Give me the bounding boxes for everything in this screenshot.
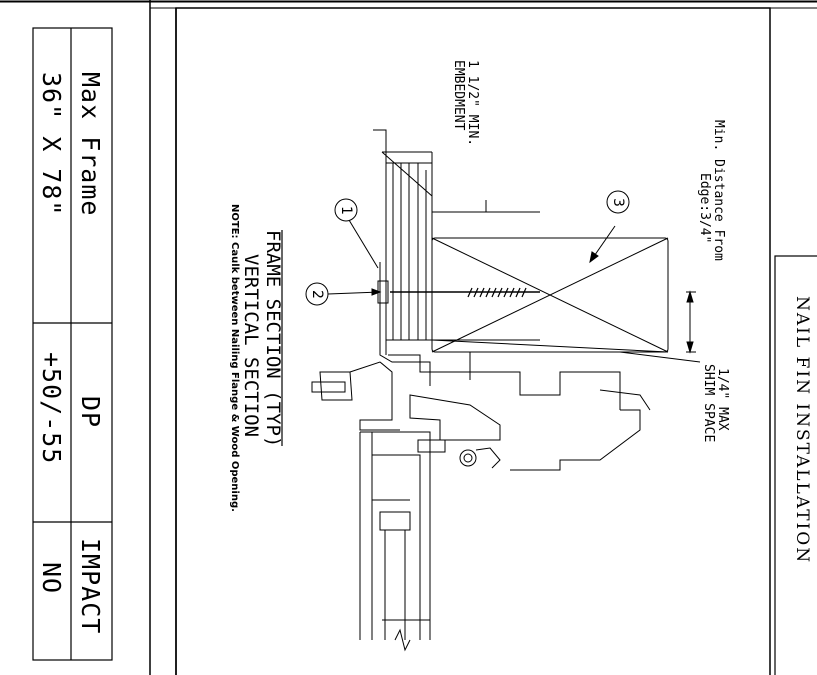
callout-marker-1: 1: [338, 206, 354, 215]
section-subtitle: VERTICAL SECTION: [240, 254, 262, 438]
stud-block: [431, 237, 669, 353]
spec-value-dp: +50/-55: [37, 352, 66, 465]
spec-header-impact: IMPACT: [76, 538, 105, 635]
embedment-label-line2: EMBEDMENT: [451, 60, 466, 131]
wood-framing: [373, 129, 540, 355]
edge-distance-label-line2: Edge:3/4": [697, 173, 712, 244]
spec-header-max-frame: Max Frame: [76, 72, 105, 217]
spec-header-dp: DP: [76, 396, 105, 429]
shim-label-line2: SHIM SPACE: [701, 364, 716, 443]
spec-value-max-frame: 36" X 78": [37, 72, 66, 217]
section-title: FRAME SECTION (TYP): [262, 230, 284, 448]
spec-table-grid: [32, 27, 113, 661]
callout-circles: [305, 190, 630, 306]
frame-extrusion: [311, 262, 651, 652]
shim-label-line1: 1/4" MAX: [715, 368, 730, 431]
callout-marker-2: 2: [309, 290, 325, 299]
section-note: NOTE: Caulk between Nailing Flange & Woo…: [229, 204, 240, 512]
embedment-label-line1: 1 1/2" MIN.: [465, 60, 480, 147]
side-panel-title: NAIL FIN INSTALLATION: [792, 296, 812, 565]
dimension-lines: [327, 200, 701, 363]
edge-distance-label-line1: Min. Distance From: [711, 120, 726, 261]
callout-marker-3: 3: [610, 198, 626, 207]
spec-value-impact: NO: [37, 562, 66, 595]
fastener: [377, 280, 540, 304]
